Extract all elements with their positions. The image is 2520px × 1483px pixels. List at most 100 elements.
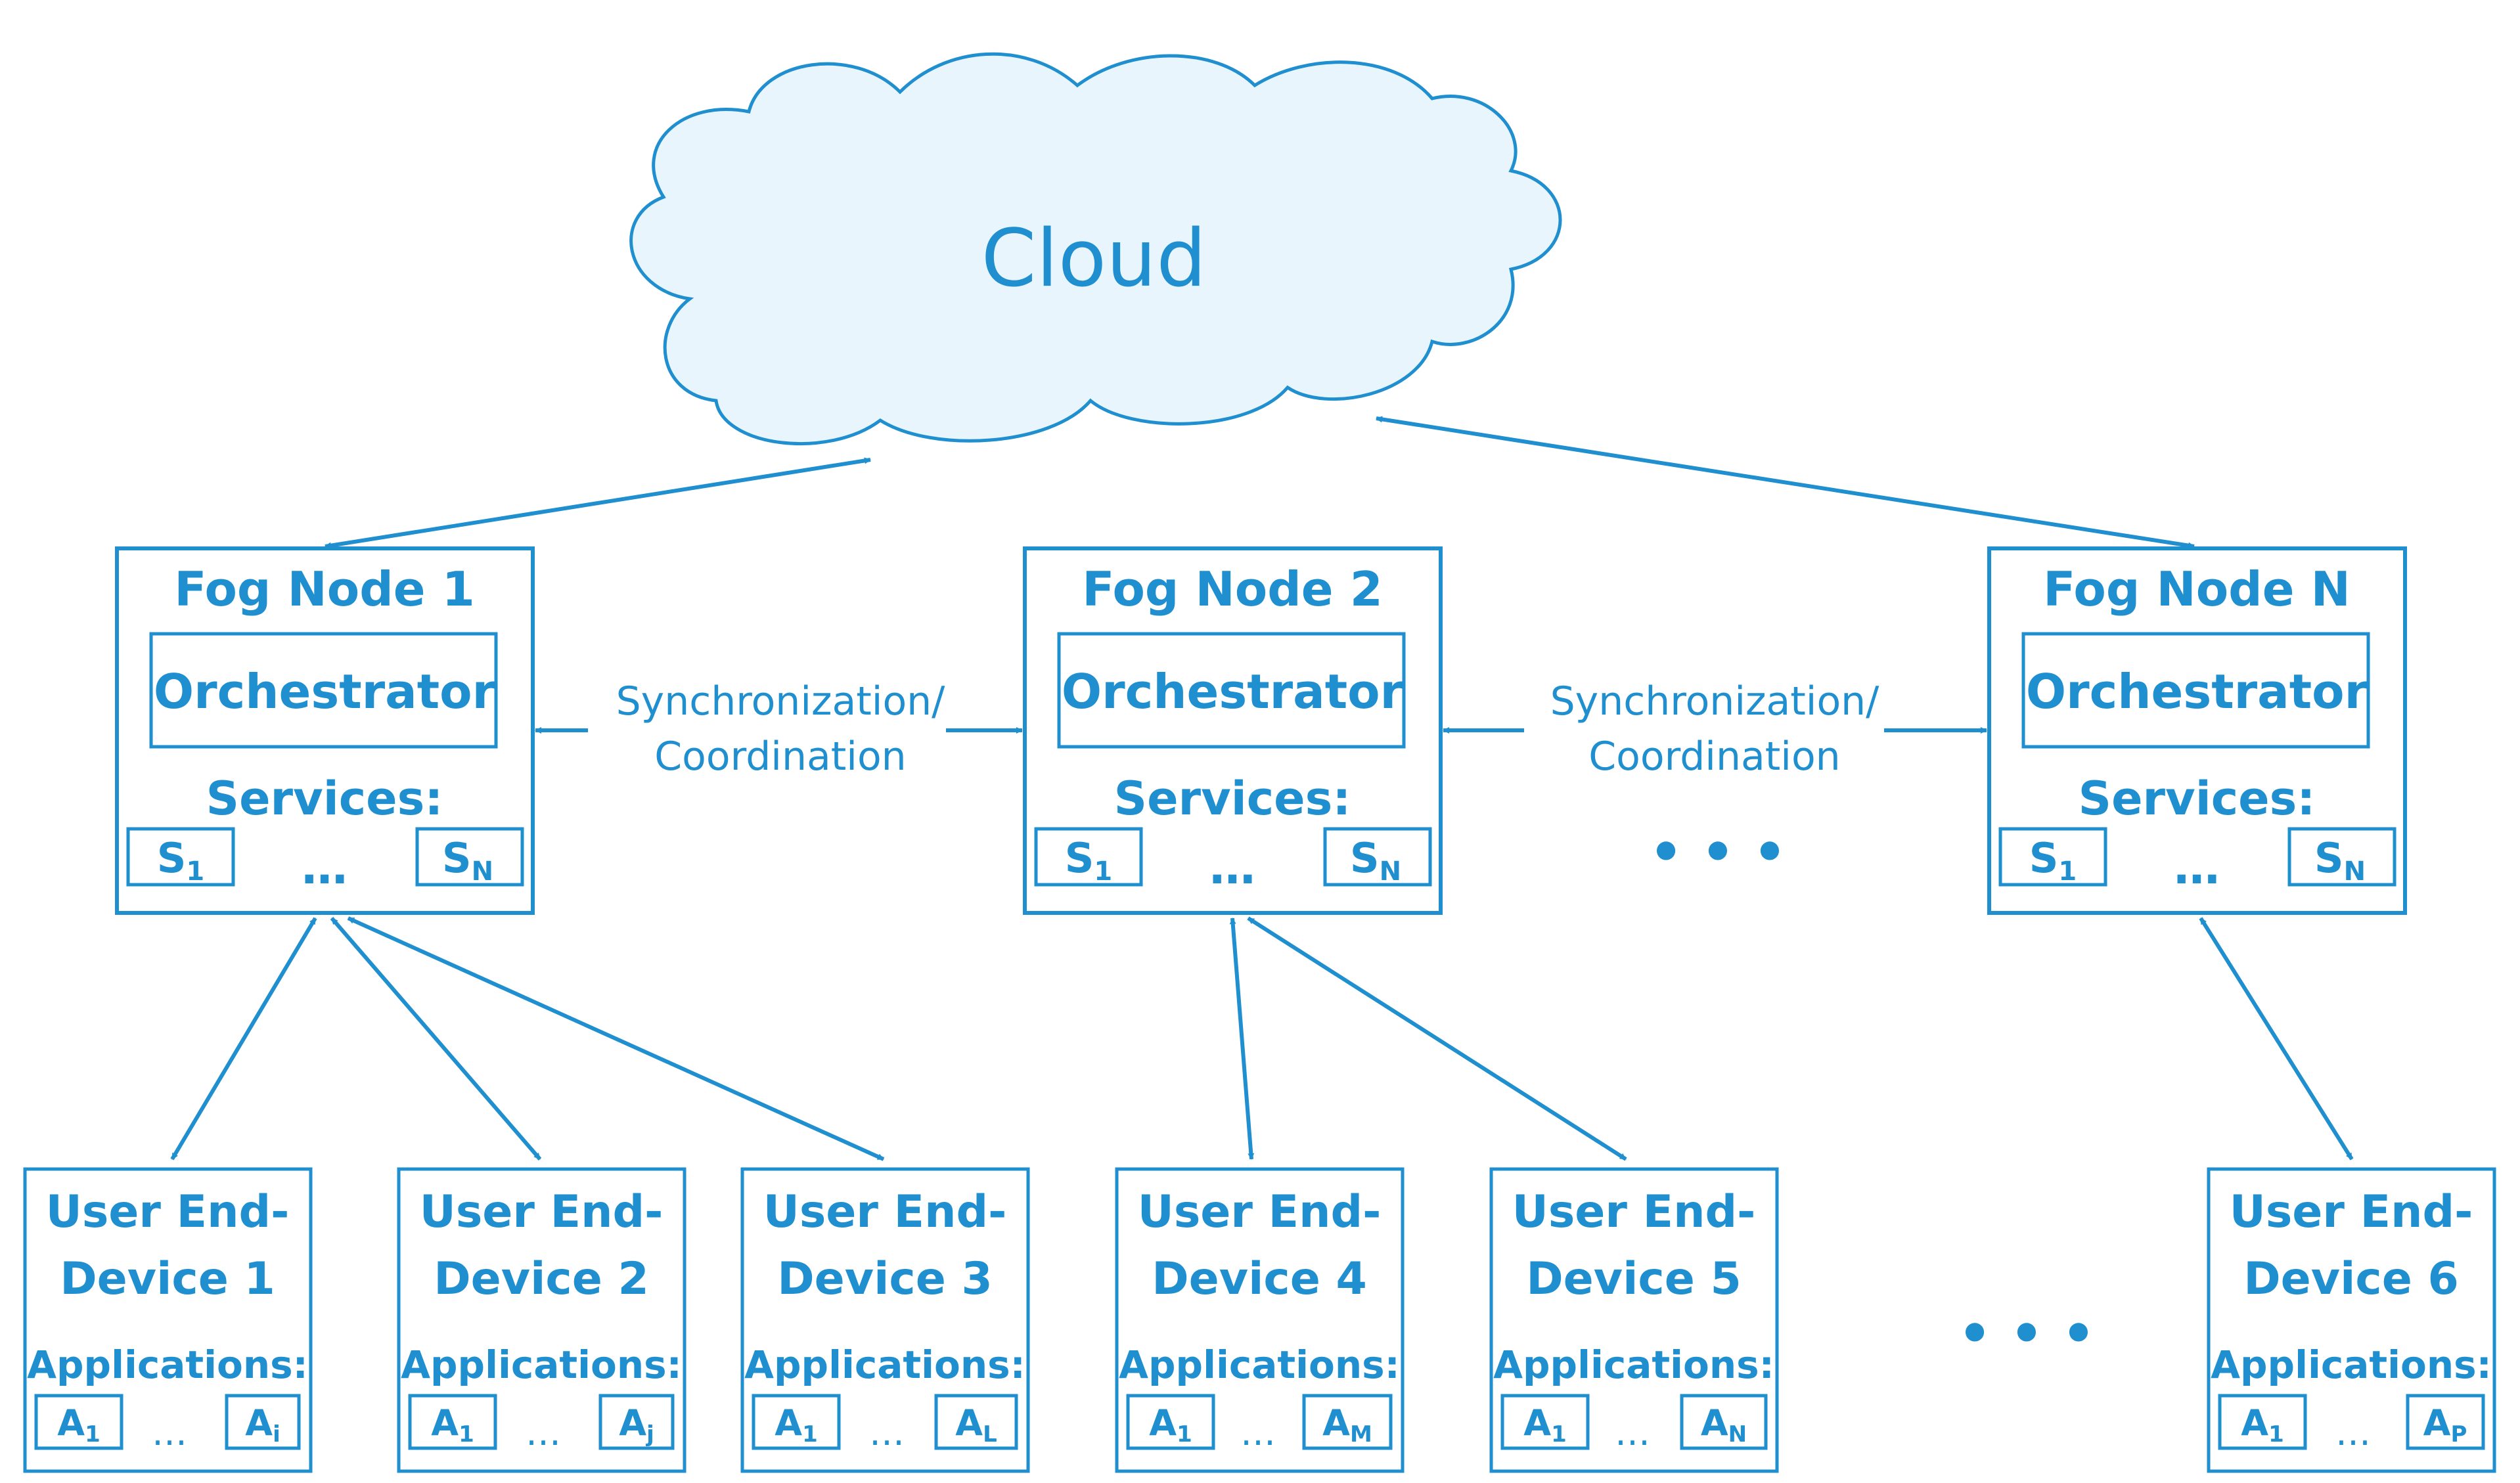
apps-ellipsis: … <box>869 1412 905 1453</box>
user-end-device-4: User End- Device 4 Applications: A1 … AM <box>1115 1167 1405 1473</box>
user-end-device-5: User End- Device 5 Applications: A1 … AN <box>1489 1167 1779 1473</box>
applications-label: Applications: <box>27 1342 308 1387</box>
device-title-line1: User End- <box>2230 1186 2473 1238</box>
service-box-first <box>126 827 235 887</box>
arrow-cloud-fog-node-1 <box>325 457 871 549</box>
app-last-label: AP <box>2423 1402 2467 1448</box>
arrow-fogn-device6 <box>2199 917 2354 1161</box>
app-box-first <box>408 1394 497 1450</box>
device-title-line2: Device 5 <box>1526 1253 1742 1305</box>
arrow-fog1-device3 <box>347 916 885 1161</box>
orchestrator-box <box>2021 632 2370 749</box>
service-first-label: S1 <box>2029 834 2077 887</box>
user-end-device-2: User End- Device 2 Applications: A1 … Aj <box>397 1167 686 1473</box>
applications-label: Applications: <box>1493 1342 1774 1387</box>
app-last-label: AN <box>1701 1402 1747 1448</box>
device-title-line1: User End- <box>1512 1186 1756 1238</box>
arrow-fog2-device4 <box>1229 918 1255 1160</box>
apps-ellipsis: … <box>1240 1412 1276 1453</box>
fog-node-n: Fog Node N Orchestrator Services: S1 … S… <box>1987 546 2407 915</box>
apps-ellipsis: … <box>526 1412 561 1453</box>
app-last-label: AL <box>955 1402 997 1448</box>
arrow-fog1-device2 <box>330 917 542 1161</box>
device-frame <box>740 1167 1030 1473</box>
orchestrator-label: Orchestrator <box>2026 664 2368 719</box>
app-first-label: A1 <box>431 1402 474 1448</box>
app-box-last <box>1680 1394 1768 1450</box>
user-end-device-3: User End- Device 3 Applications: A1 … AL <box>740 1167 1030 1473</box>
user-end-device-1: User End- Device 1 Applications: A1 … Ai <box>23 1167 313 1473</box>
arrow-cloud-fog-node-n <box>1376 416 2195 549</box>
device-title-line1: User End- <box>420 1186 664 1238</box>
fog-nodes-ellipsis: • • • <box>1649 822 1786 883</box>
service-last-label: SN <box>442 834 493 887</box>
applications-label: Applications: <box>401 1342 682 1387</box>
fog-node-frame <box>1023 546 1443 915</box>
devices-ellipsis: • • • <box>1958 1303 2095 1364</box>
device-title-line2: Device 1 <box>60 1253 275 1305</box>
app-box-first <box>752 1394 841 1450</box>
apps-ellipsis: … <box>2335 1412 2371 1453</box>
services-ellipsis: … <box>1209 841 1255 895</box>
service-box-last <box>2287 827 2396 887</box>
cloud: Cloud <box>629 52 1562 445</box>
app-first-label: A1 <box>57 1402 100 1448</box>
applications-label: Applications: <box>2211 1342 2492 1387</box>
services-label: Services: <box>206 772 443 826</box>
app-last-label: Aj <box>619 1402 654 1448</box>
device-title-line1: User End- <box>46 1186 290 1238</box>
service-first-label: S1 <box>1065 834 1113 887</box>
orchestrator-box <box>149 632 498 749</box>
app-first-label: A1 <box>2241 1402 2284 1448</box>
app-box-first <box>1126 1394 1215 1450</box>
fog-node-1: Fog Node 1 Orchestrator Services: S1 … S… <box>115 546 535 915</box>
app-first-label: A1 <box>1523 1402 1566 1448</box>
service-last-label: SN <box>1350 834 1401 887</box>
apps-ellipsis: … <box>152 1412 187 1453</box>
app-box-first <box>2218 1394 2307 1450</box>
app-box-last <box>934 1394 1018 1450</box>
orchestrator-box <box>1057 632 1406 749</box>
applications-label: Applications: <box>1119 1342 1400 1387</box>
device-title-line2: Device 6 <box>2243 1253 2459 1305</box>
device-title-line1: User End- <box>1138 1186 1382 1238</box>
device-frame <box>1489 1167 1779 1473</box>
fog-node-title: Fog Node 1 <box>174 562 475 617</box>
orchestrator-label: Orchestrator <box>154 664 496 719</box>
app-first-label: A1 <box>775 1402 817 1448</box>
device-title-line2: Device 3 <box>777 1253 993 1305</box>
fog-node-frame <box>115 546 535 915</box>
applications-label: Applications: <box>744 1342 1025 1387</box>
user-end-device-6: User End- Device 6 Applications: A1 … AP <box>2207 1167 2496 1473</box>
fog-node-title: Fog Node 2 <box>1082 562 1383 617</box>
device-frame <box>1115 1167 1405 1473</box>
fog-node-title: Fog Node N <box>2043 562 2351 617</box>
app-box-last <box>2406 1394 2485 1450</box>
sync-label-2-line2: Coordination <box>1588 734 1840 780</box>
device-title-line2: Device 2 <box>434 1253 649 1305</box>
fog-node-frame <box>1987 546 2407 915</box>
service-box-last <box>1323 827 1432 887</box>
service-box-first <box>1998 827 2107 887</box>
service-box-last <box>415 827 524 887</box>
services-label: Services: <box>2079 772 2316 826</box>
service-box-first <box>1034 827 1143 887</box>
services-label: Services: <box>1114 772 1351 826</box>
device-frame <box>397 1167 686 1473</box>
service-first-label: S1 <box>157 834 205 887</box>
app-box-last <box>1302 1394 1393 1450</box>
services-ellipsis: … <box>2174 841 2220 895</box>
device-title-line2: Device 4 <box>1152 1253 1367 1305</box>
cloud-label: Cloud <box>981 213 1207 305</box>
device-title-line1: User End- <box>763 1186 1007 1238</box>
app-box-first <box>1500 1394 1590 1450</box>
orchestrator-label: Orchestrator <box>1062 664 1404 719</box>
arrow-fog2-device5 <box>1247 916 1627 1161</box>
app-first-label: A1 <box>1149 1402 1192 1448</box>
cloud-shape <box>629 52 1562 445</box>
app-last-label: AM <box>1322 1402 1372 1448</box>
device-frame <box>23 1167 313 1473</box>
sync-label-1-line1: Synchronization/ <box>616 678 946 724</box>
app-box-last <box>598 1394 675 1450</box>
